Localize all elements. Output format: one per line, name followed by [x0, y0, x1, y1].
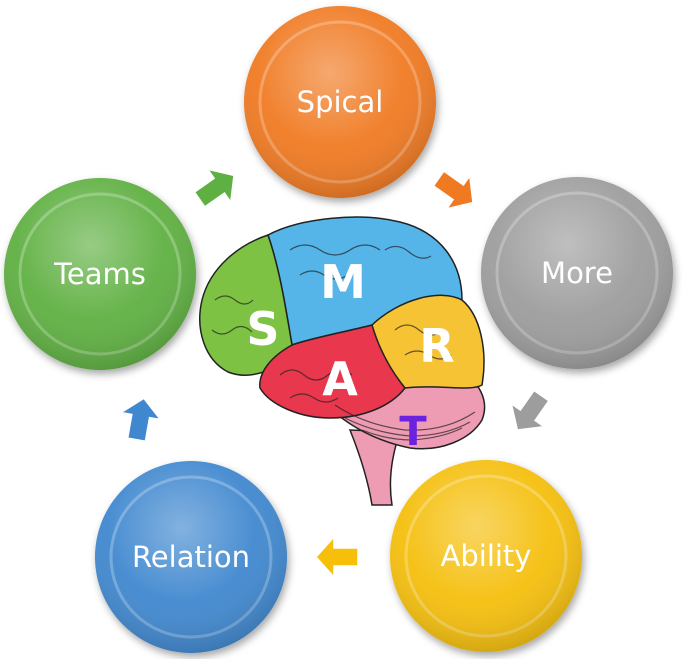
arrow-shape	[193, 168, 235, 208]
brain-folds	[211, 244, 476, 441]
arrow-more-to-ability	[510, 389, 550, 431]
node-teams: Teams	[4, 178, 196, 370]
node-label-teams: Teams	[53, 257, 146, 291]
brain-letter-r: R	[419, 319, 454, 373]
node-sheen	[4, 178, 196, 370]
brain-lobe-green	[199, 234, 293, 376]
node-sheen	[244, 6, 436, 198]
arrow-teams-to-spical	[193, 168, 235, 208]
arrow-shape	[510, 389, 550, 431]
arrow-spical-to-more	[432, 170, 474, 210]
node-label-relation: Relation	[132, 540, 250, 574]
brain-illustration: S M A R T	[199, 216, 486, 506]
brain-stem	[348, 429, 402, 506]
brain-letter-a: A	[322, 352, 358, 406]
node-sheen	[481, 177, 673, 369]
arrow-ability-to-relation	[314, 535, 359, 579]
arrow-relation-to-teams	[118, 397, 163, 443]
arrow-shape	[432, 170, 474, 210]
node-spical: Spical	[244, 6, 436, 198]
brain-letter-t: T	[399, 409, 427, 455]
node-label-ability: Ability	[441, 539, 532, 573]
node-relation: Relation	[95, 461, 287, 653]
brain-letter-s: S	[246, 302, 279, 356]
node-ability: Ability	[390, 460, 582, 652]
node-sheen	[95, 461, 287, 653]
arrow-shape	[118, 397, 163, 443]
node-label-spical: Spical	[297, 85, 384, 119]
node-sheen	[390, 460, 582, 652]
brain-letter-m: M	[320, 255, 366, 309]
node-more: More	[481, 177, 673, 369]
node-label-more: More	[541, 256, 613, 290]
arrow-shape	[314, 535, 359, 579]
